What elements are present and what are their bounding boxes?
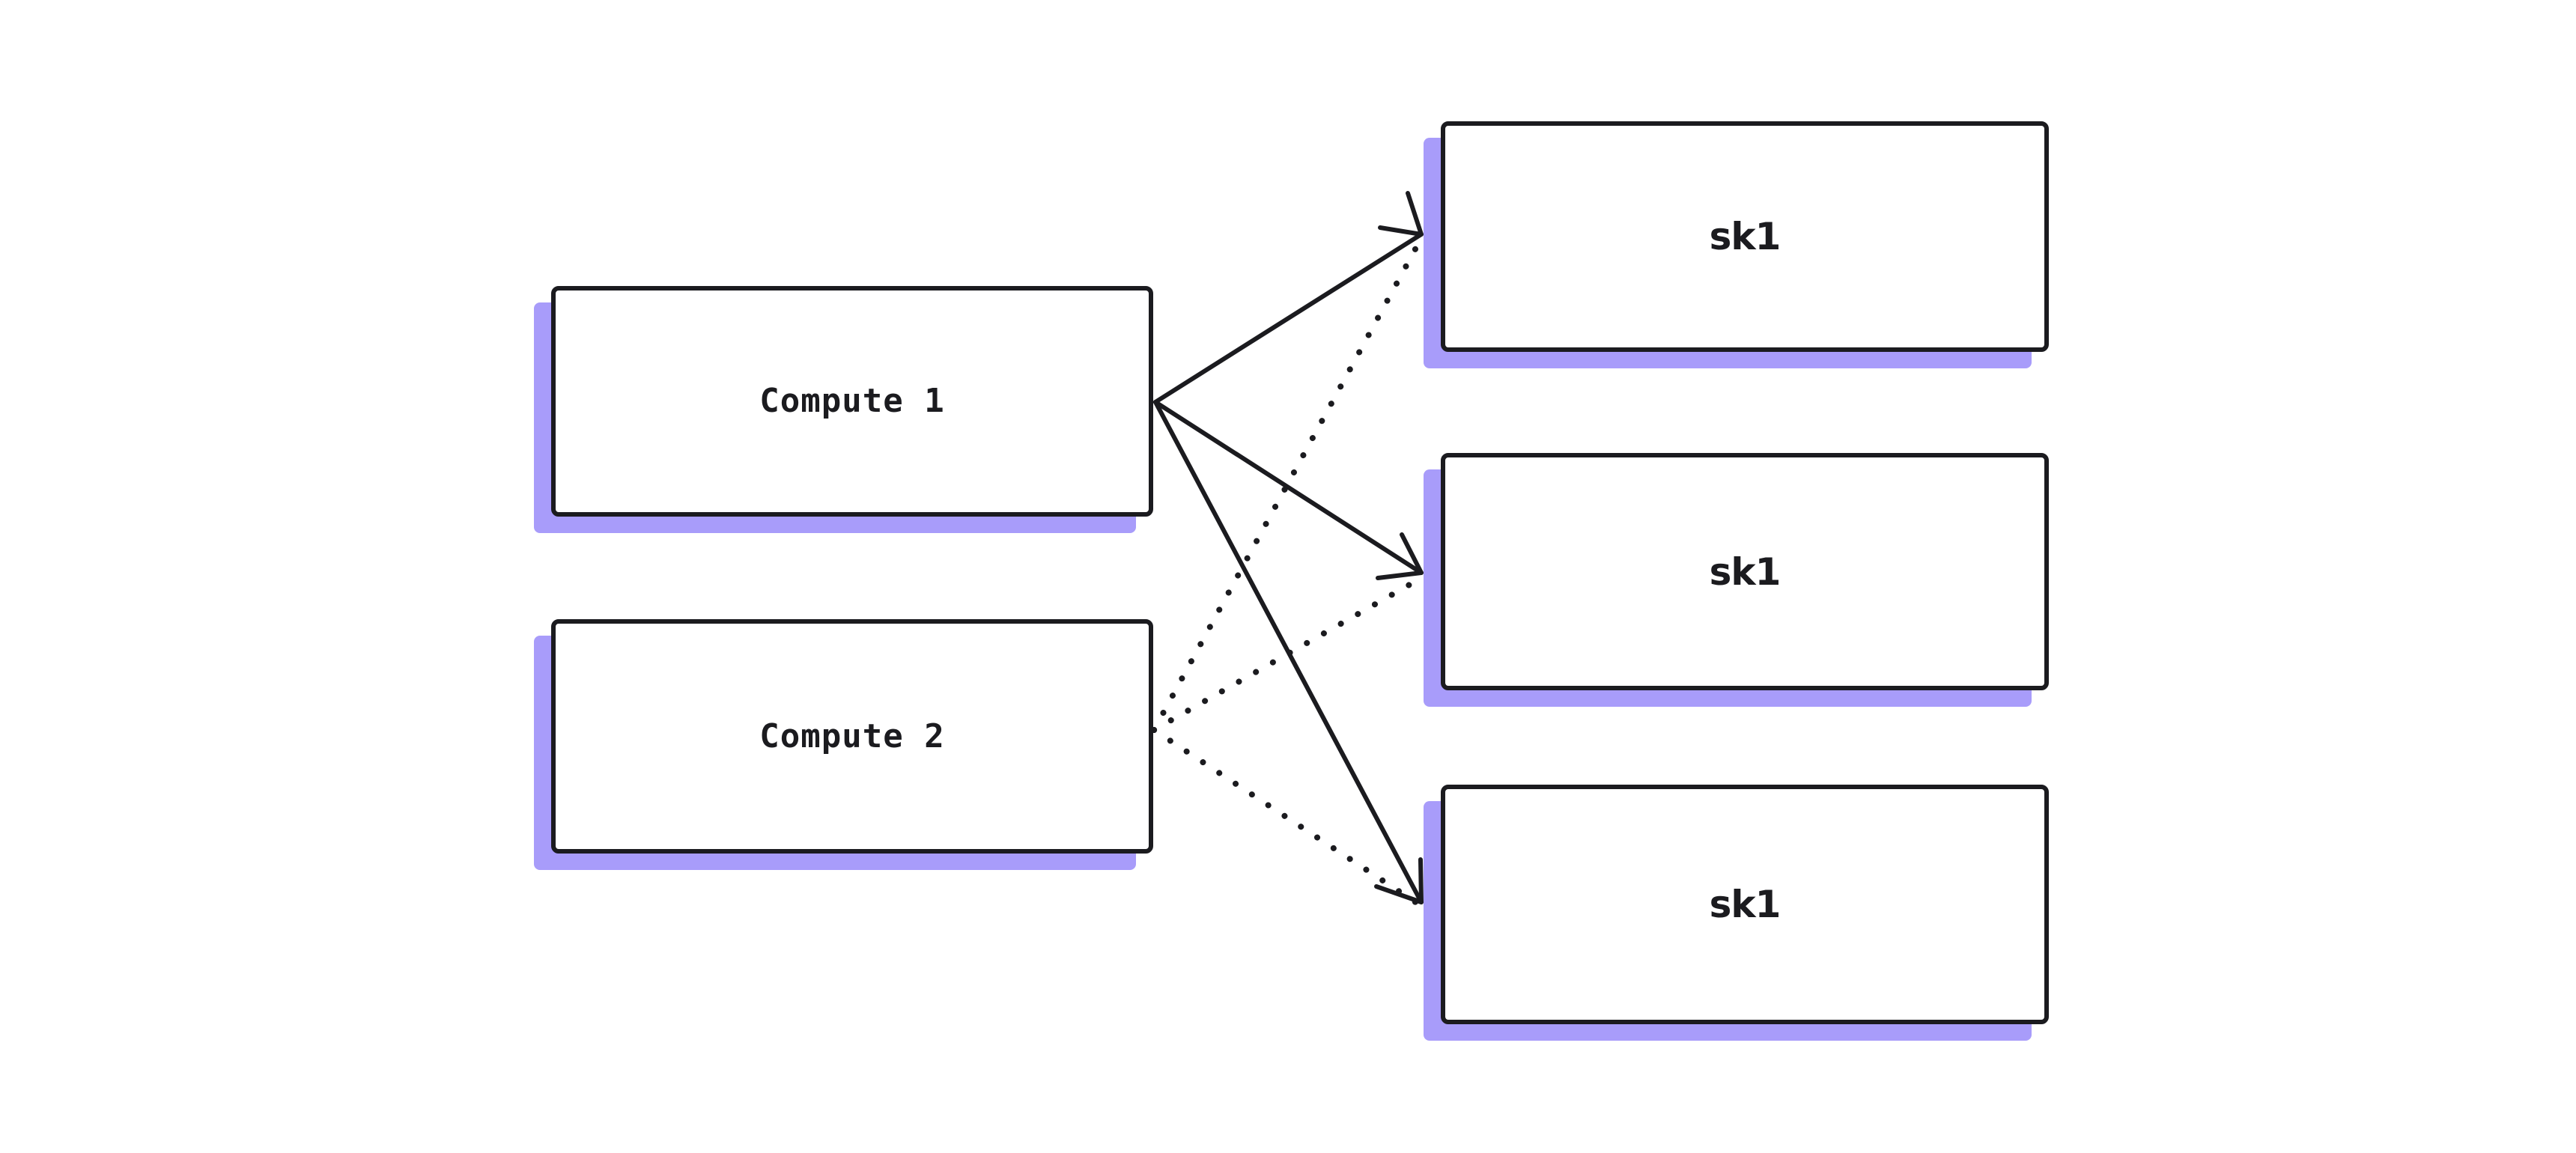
edge-compute1-to-sk1-bottom <box>1153 400 1424 904</box>
node-label-sk1-middle: sk1 <box>1709 550 1781 594</box>
node-compute-1[interactable]: Compute 1 <box>534 286 1153 533</box>
node-box[interactable]: Compute 1 <box>551 286 1153 517</box>
node-label-compute-1: Compute 1 <box>759 382 945 420</box>
arrowhead-sk1-middle <box>1376 532 1424 580</box>
node-label-sk1-top: sk1 <box>1709 215 1781 258</box>
edge-compute2-to-sk1-top <box>1151 235 1424 733</box>
node-label-compute-2: Compute 2 <box>759 717 945 755</box>
arrowhead-sk1-top <box>1378 191 1424 237</box>
edge-compute2-to-sk1-middle <box>1151 575 1424 733</box>
node-box[interactable]: sk1 <box>1441 121 2049 352</box>
node-box[interactable]: sk1 <box>1441 785 2049 1024</box>
node-box[interactable]: sk1 <box>1441 453 2049 690</box>
node-box[interactable]: Compute 2 <box>551 619 1153 854</box>
node-sk1-bottom[interactable]: sk1 <box>1424 785 2049 1041</box>
arrowhead-sk1-bottom <box>1374 857 1424 904</box>
node-sk1-middle[interactable]: sk1 <box>1424 453 2049 707</box>
node-compute-2[interactable]: Compute 2 <box>534 619 1153 870</box>
edge-compute1-to-sk1-middle <box>1153 400 1424 575</box>
node-label-sk1-bottom: sk1 <box>1709 883 1781 926</box>
edge-compute1-to-sk1-top <box>1153 232 1424 404</box>
edge-compute2-to-sk1-bottom <box>1151 727 1424 909</box>
node-sk1-top[interactable]: sk1 <box>1424 121 2049 368</box>
